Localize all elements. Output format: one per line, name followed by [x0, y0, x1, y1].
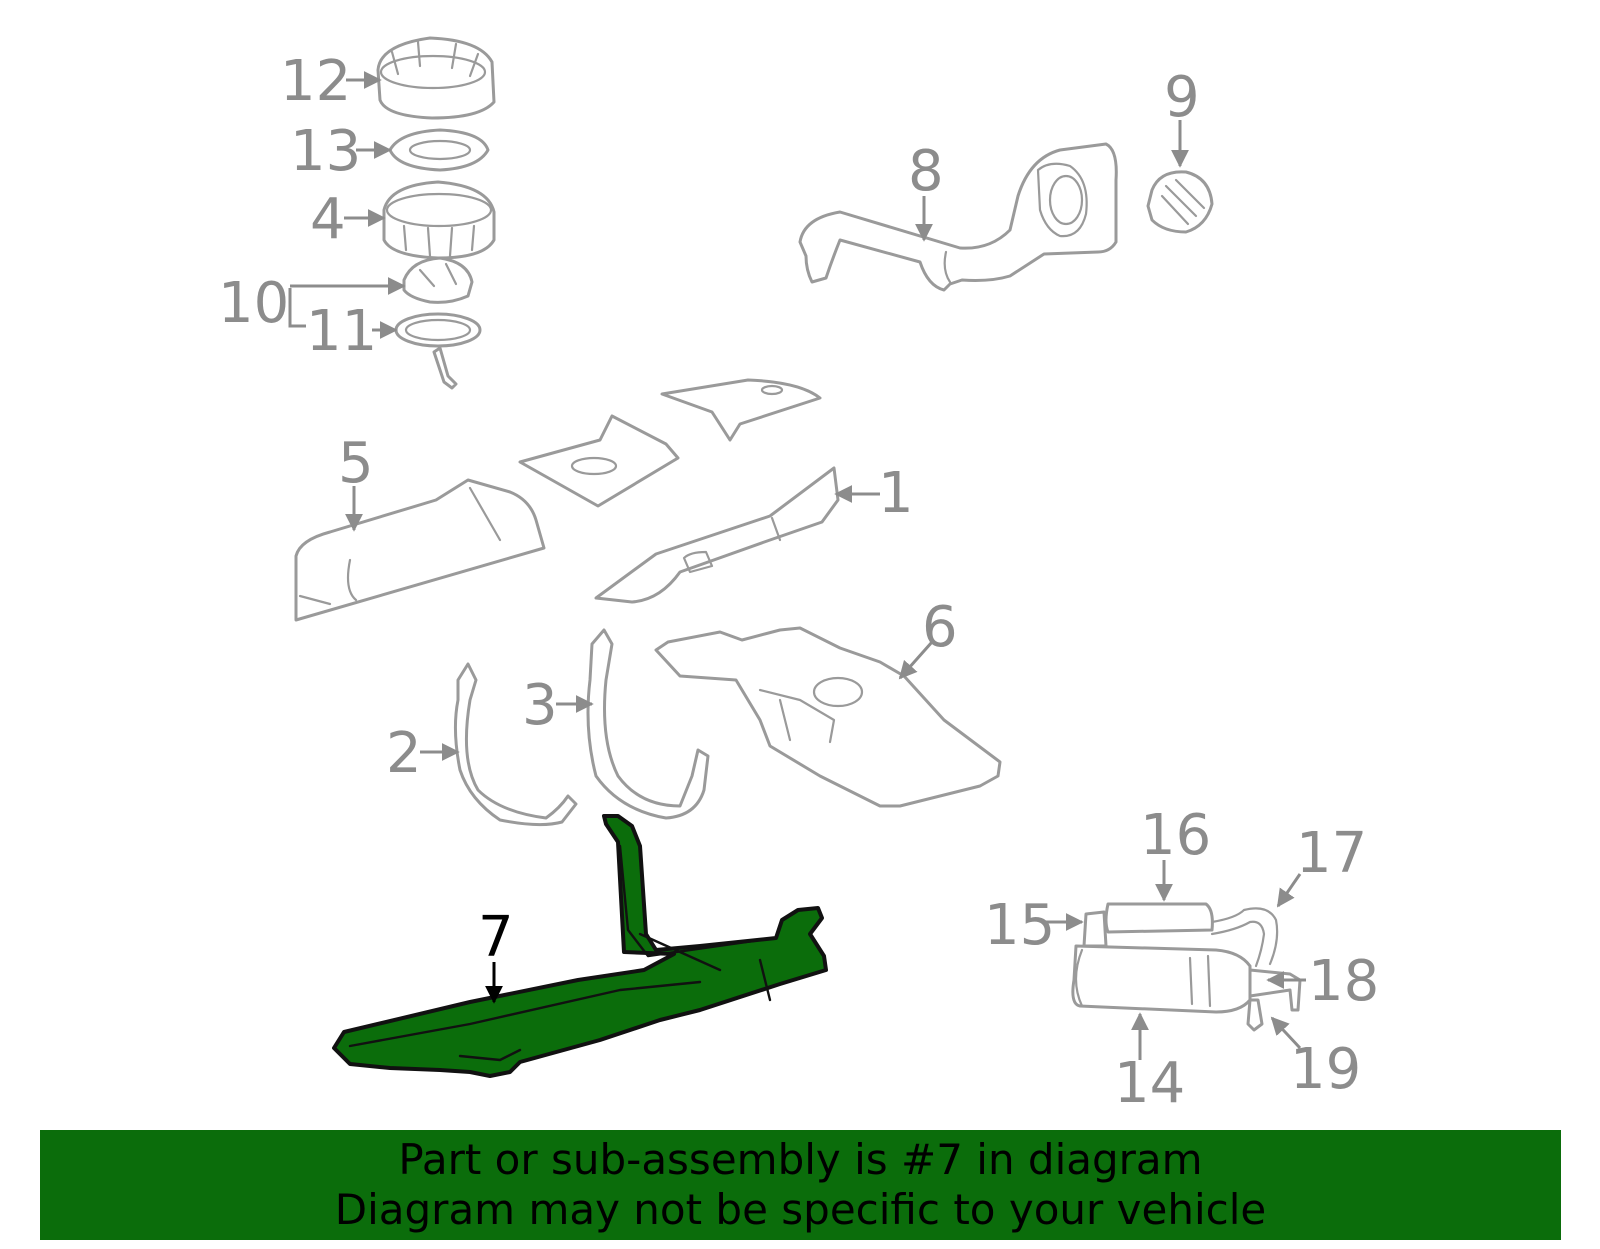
callout-5: 5 [338, 431, 374, 496]
part-19-fitting[interactable] [1246, 998, 1264, 1032]
part-9-fuel-cap[interactable] [1146, 170, 1214, 234]
banner-line-2: Diagram may not be specific to your vehi… [334, 1185, 1267, 1234]
part-1-heat-shield[interactable] [594, 466, 840, 604]
leader-17 [1276, 873, 1302, 908]
callout-10: 10 [218, 271, 289, 336]
part-2-strap[interactable] [453, 662, 578, 827]
part-3-strap[interactable] [586, 628, 710, 820]
part-10-fuel-pump[interactable] [402, 256, 474, 304]
callout-12: 12 [280, 49, 351, 114]
part-shield-center[interactable] [518, 414, 680, 508]
part-17-hose[interactable] [1210, 907, 1279, 968]
callout-19: 19 [1290, 1037, 1361, 1102]
part-14-canister[interactable] [1071, 944, 1252, 1014]
part-7-highlighted-part[interactable] [332, 814, 828, 1078]
leader-19 [1270, 1016, 1302, 1050]
callout-17: 17 [1296, 821, 1367, 886]
part-4-pump-ring[interactable] [382, 180, 496, 260]
callout-4: 4 [310, 187, 346, 252]
callout-13: 13 [290, 119, 361, 184]
callout-8: 8 [908, 139, 944, 204]
callout-14: 14 [1114, 1051, 1185, 1116]
callout-6: 6 [922, 595, 958, 660]
part-6-skid-plate[interactable] [654, 626, 1002, 808]
callout-9: 9 [1164, 65, 1200, 130]
part-5-heat-shield[interactable] [294, 478, 546, 622]
part-8-filler-neck[interactable] [798, 142, 1118, 292]
callout-18: 18 [1308, 949, 1379, 1014]
callout-3: 3 [522, 673, 558, 738]
part-shield-right[interactable] [660, 378, 822, 442]
leader-6 [898, 641, 934, 680]
callout-1: 1 [878, 461, 914, 526]
part-12-lock-ring[interactable] [376, 36, 496, 120]
leader-10-bracket [288, 288, 306, 328]
part-13-seal[interactable] [388, 128, 490, 172]
callout-15: 15 [984, 893, 1055, 958]
info-banner: Part or sub-assembly is #7 in diagram Di… [40, 1130, 1561, 1240]
part-16-canister-top[interactable] [1082, 902, 1214, 948]
callout-16: 16 [1140, 803, 1211, 868]
part-11-gasket[interactable] [394, 312, 482, 390]
callout-7: 7 [478, 905, 514, 970]
callout-11: 11 [306, 299, 377, 364]
banner-line-1: Part or sub-assembly is #7 in diagram [398, 1135, 1203, 1184]
callout-2: 2 [386, 721, 422, 786]
